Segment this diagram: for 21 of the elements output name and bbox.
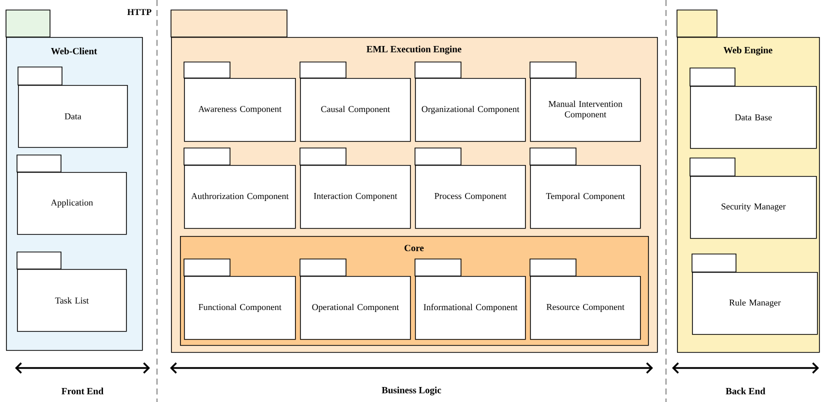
package-box: Informational Component <box>414 258 526 340</box>
package-box: Application <box>16 154 127 235</box>
package-box: Security Manager <box>690 158 817 239</box>
package-box: Authrorization Component <box>184 148 296 229</box>
tier-label: Business Logic <box>382 386 442 396</box>
package-box: Awareness Component <box>184 62 296 142</box>
package-box: Data <box>18 66 128 148</box>
package-box: Task List <box>16 252 127 332</box>
package-box: Interaction Component <box>300 148 411 229</box>
package-box: Operational Component <box>300 258 411 340</box>
tier-label: Back End <box>726 388 766 394</box>
package-box: Manual Intervention Component <box>530 62 641 142</box>
package-box: Resource Component <box>530 258 641 340</box>
package-box: Temporal Component <box>530 148 641 229</box>
package-box: Data Base <box>690 68 817 149</box>
package-box: Functional Component <box>184 258 296 340</box>
package-box: Causal Component <box>300 62 411 142</box>
package-box: Rule Manager <box>692 254 818 335</box>
package-box: Organizational Component <box>414 62 526 142</box>
package-box: Process Component <box>414 148 526 229</box>
tier-label: Front End <box>62 388 104 394</box>
